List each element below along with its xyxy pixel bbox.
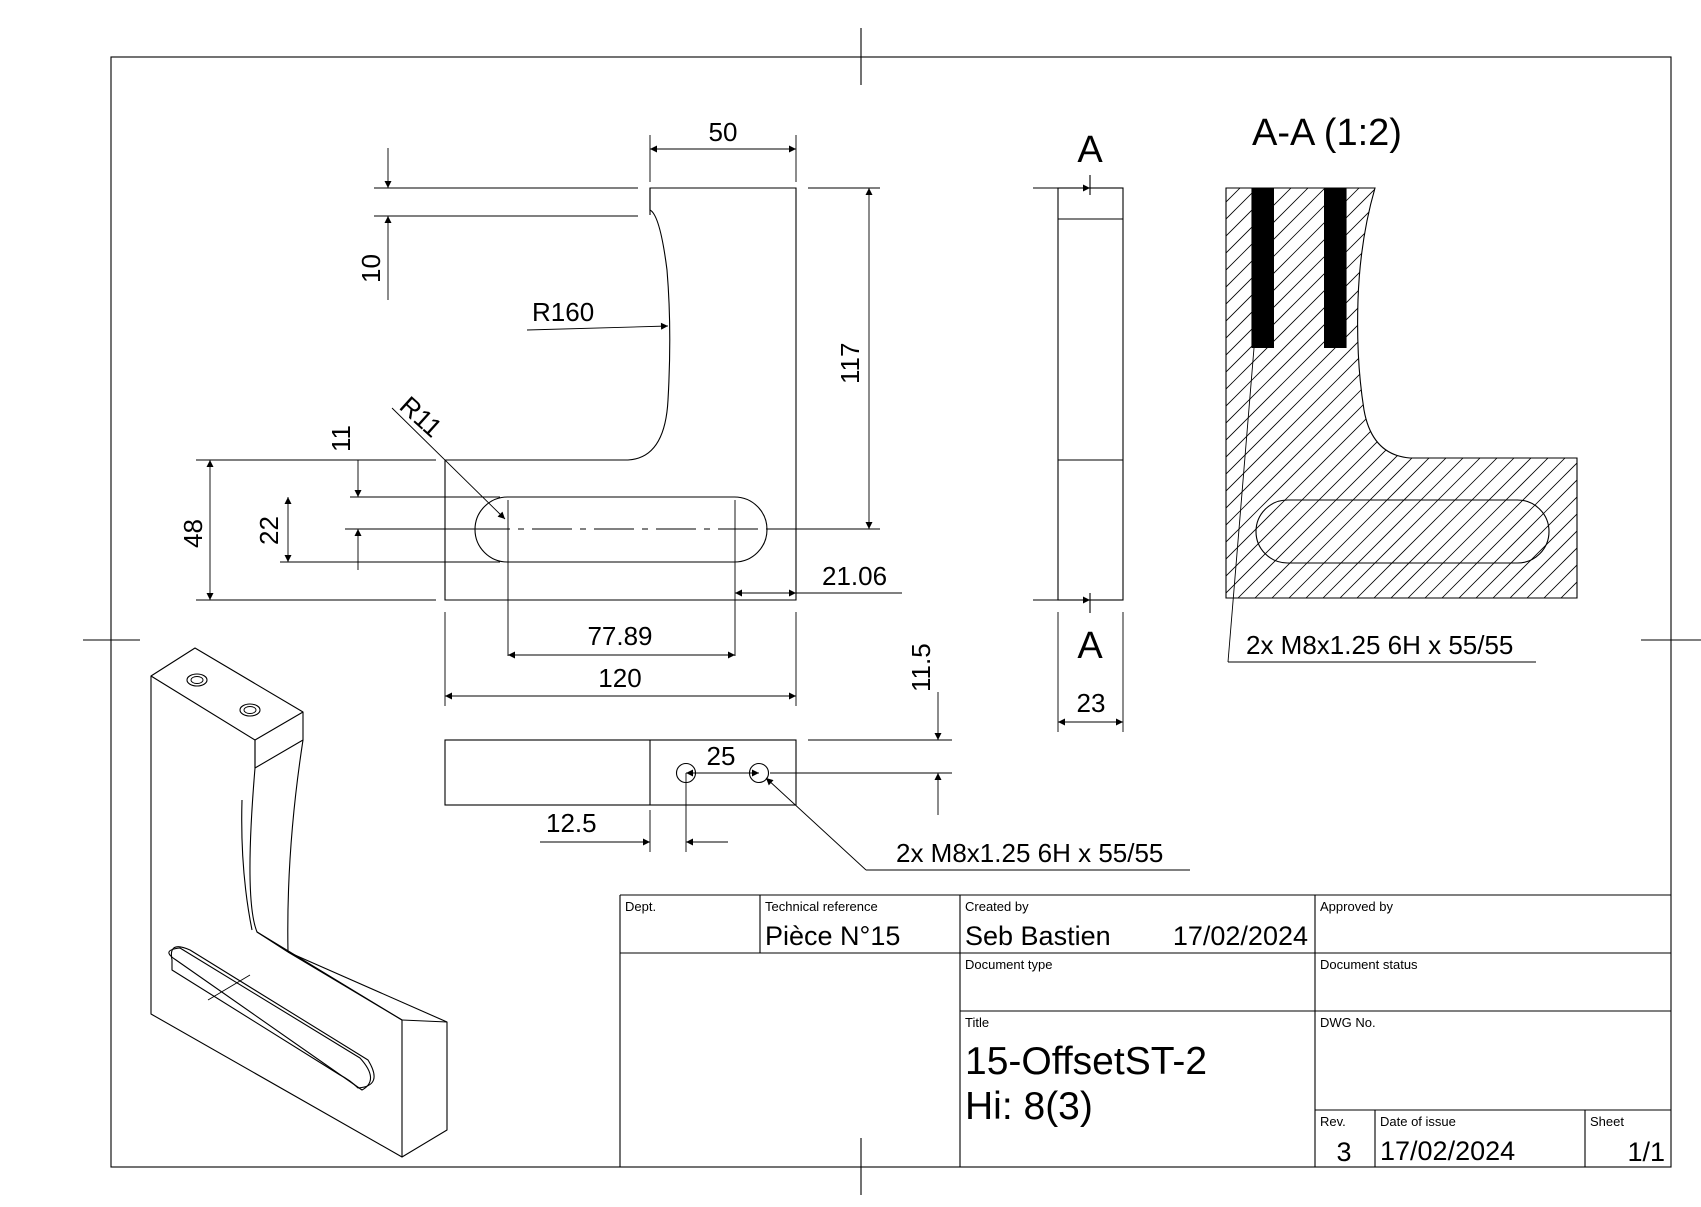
isometric-view: [150, 647, 448, 1158]
tb-sheet-label: Sheet: [1590, 1114, 1624, 1129]
dim-12-5: 12.5: [546, 808, 597, 838]
side-view: A A: [1033, 129, 1124, 667]
dim-r160: R160: [532, 297, 594, 327]
tb-created-by-value: Seb Bastien: [965, 921, 1111, 951]
callout-thread-bottom: 2x M8x1.25 6H x 55/55: [896, 838, 1163, 868]
sheet-frame: [83, 28, 1701, 1195]
tb-approved-by-label: Approved by: [1320, 899, 1393, 914]
dim-120: 120: [598, 663, 641, 693]
section-thread-2: [1324, 188, 1346, 348]
front-view: [444, 187, 797, 656]
dim-117: 117: [835, 343, 865, 384]
dim-r11: R11: [394, 390, 448, 443]
front-view-dimensions: 50 10 R160 117 R11 11 22 48: [178, 117, 902, 706]
callout-thread-section: 2x M8x1.25 6H x 55/55: [1246, 630, 1513, 660]
dim-10: 10: [356, 254, 386, 283]
dim-50: 50: [709, 117, 738, 147]
title-block: Dept. Technical reference Pièce N°15 Cre…: [619, 894, 1671, 1167]
dim-23: 23: [1077, 688, 1106, 718]
dim-77-89: 77.89: [587, 621, 652, 651]
tb-rev-label: Rev.: [1320, 1114, 1346, 1129]
tb-title-label: Title: [965, 1015, 989, 1030]
slot-outline: [474, 496, 768, 563]
section-marker-bottom: A: [1077, 625, 1103, 667]
tb-sheet-value: 1/1: [1627, 1137, 1665, 1167]
bottom-view-dimensions: 11.5 25 12.5 2x M8x1.25 6H x 55/55: [540, 643, 1190, 871]
tb-dept-label: Dept.: [625, 899, 656, 914]
side-view-dimensions: 23: [1057, 612, 1124, 732]
tb-doc-type-label: Document type: [965, 957, 1052, 972]
dim-21-06: 21.06: [822, 561, 887, 591]
dim-11-5: 11.5: [906, 643, 936, 692]
section-hatching: [1226, 188, 1577, 598]
dim-11: 11: [326, 425, 356, 452]
section-thread-1: [1252, 188, 1274, 348]
tb-doc-status-label: Document status: [1320, 957, 1418, 972]
tb-rev-value: 3: [1336, 1137, 1351, 1167]
tb-created-by-label: Created by: [965, 899, 1029, 914]
dim-25: 25: [707, 741, 736, 771]
tb-issue-value: 17/02/2024: [1380, 1136, 1515, 1166]
dim-48: 48: [178, 519, 208, 548]
tb-tech-ref-value: Pièce N°15: [765, 921, 900, 951]
section-marker-top: A: [1077, 129, 1103, 171]
tb-tech-ref-label: Technical reference: [765, 899, 878, 914]
bottom-view: [444, 739, 797, 806]
tb-dwg-label: DWG No.: [1320, 1015, 1376, 1030]
dim-22: 22: [254, 516, 284, 545]
tb-created-date: 17/02/2024: [1173, 921, 1308, 951]
section-outline: [1225, 187, 1578, 599]
section-slot: [1255, 499, 1550, 564]
tb-title-line2: Hi: 8(3): [965, 1085, 1093, 1128]
tb-issue-label: Date of issue: [1380, 1114, 1456, 1129]
section-title: A-A (1:2): [1252, 112, 1402, 154]
tb-title-line1: 15-OffsetST-2: [965, 1040, 1207, 1083]
